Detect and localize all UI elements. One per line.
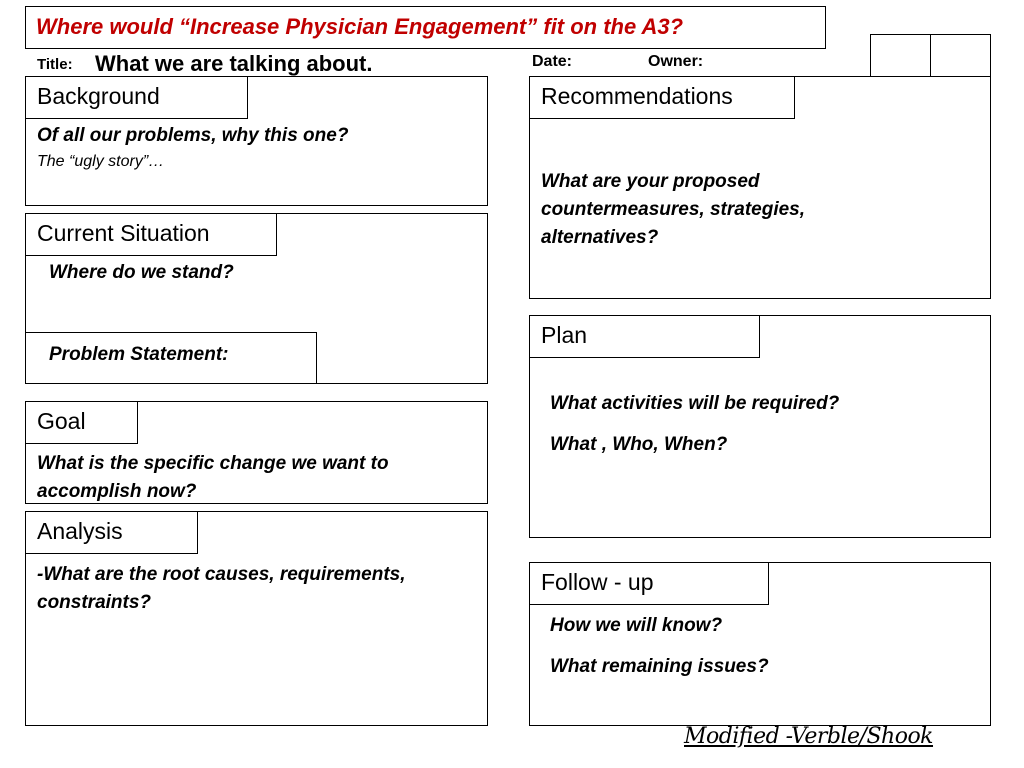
recommendations-section: Recommendations What are your proposed c… — [529, 76, 991, 299]
goal-heading: Goal — [25, 401, 138, 444]
plan-question-activities: What activities will be required? — [550, 393, 840, 414]
a3-main-question: Where would “Increase Physician Engageme… — [25, 6, 826, 49]
follow-up-question-how-know: How we will know? — [550, 615, 723, 636]
plan-heading: Plan — [529, 315, 760, 358]
signature-box-left — [870, 34, 931, 77]
analysis-section: Analysis -What are the root causes, requ… — [25, 511, 488, 726]
title-label: Title: — [37, 56, 73, 73]
plan-section: Plan What activities will be required? W… — [529, 315, 991, 538]
recommendations-question: What are your proposed countermeasures, … — [541, 171, 806, 248]
problem-statement-label: Problem Statement: — [49, 344, 229, 365]
recommendations-heading: Recommendations — [529, 76, 795, 119]
analysis-question: -What are the root causes, requirements,… — [37, 564, 406, 613]
follow-up-section: Follow - up How we will know? What remai… — [529, 562, 991, 726]
date-label: Date: — [532, 53, 573, 70]
current-situation-question: Where do we stand? — [49, 262, 234, 283]
follow-up-heading: Follow - up — [529, 562, 769, 605]
signature-box-right — [930, 34, 991, 77]
goal-section: Goal What is the specific change we want… — [25, 401, 488, 504]
background-question: Of all our problems, why this one? — [37, 125, 349, 146]
title-text: What we are talking about. — [95, 51, 373, 76]
background-section: Background Of all our problems, why this… — [25, 76, 488, 206]
current-situation-section: Current Situation Where do we stand? Pro… — [25, 213, 488, 384]
plan-question-what-who-when: What , Who, When? — [550, 434, 728, 455]
credit-text: Modified -Verble/Shook — [684, 724, 934, 749]
follow-up-question-remaining-issues: What remaining issues? — [550, 656, 769, 677]
current-situation-heading: Current Situation — [25, 213, 277, 256]
goal-question: What is the specific change we want to a… — [37, 453, 389, 502]
problem-statement-box: Problem Statement: — [25, 332, 317, 384]
analysis-heading: Analysis — [25, 511, 198, 554]
background-note: The “ugly story”… — [37, 153, 165, 170]
background-heading: Background — [25, 76, 248, 119]
owner-label: Owner: — [648, 53, 704, 70]
